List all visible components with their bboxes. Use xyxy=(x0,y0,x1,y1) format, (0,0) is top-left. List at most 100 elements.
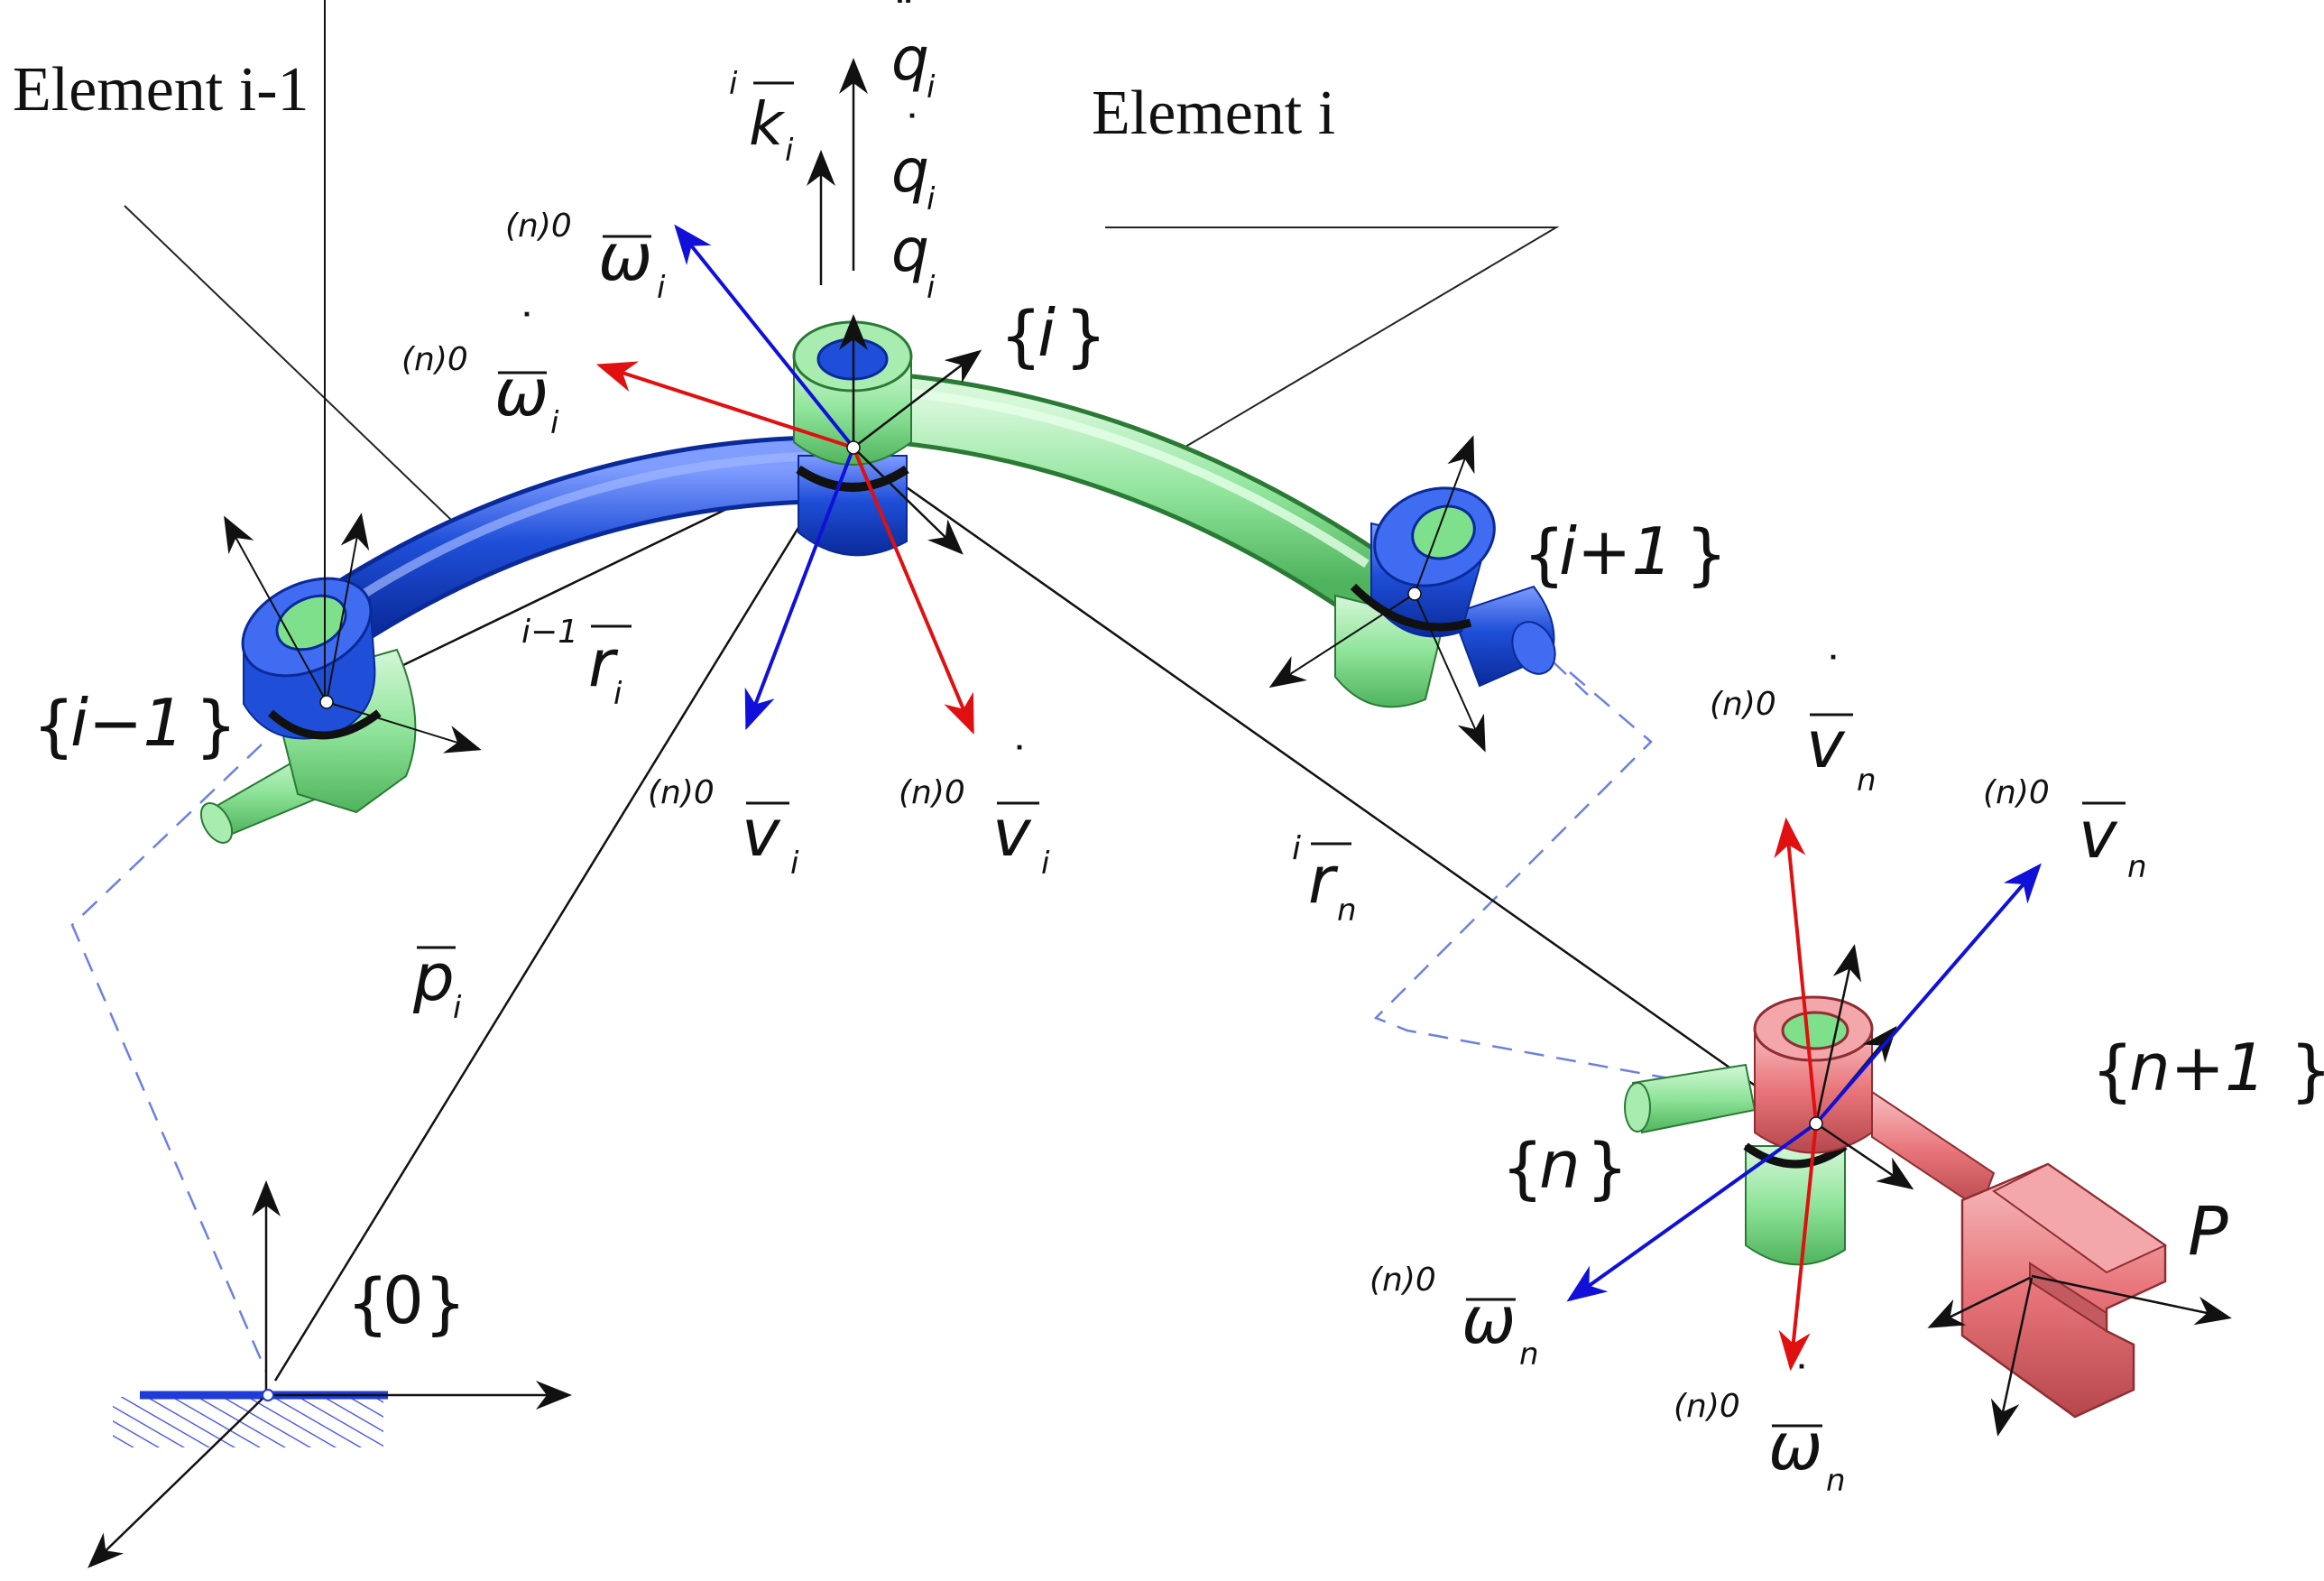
omega-i-sym: ω xyxy=(598,219,652,295)
r-prev-sub: i xyxy=(613,676,622,712)
label-frame-next: { i+1 } xyxy=(1523,513,1728,594)
omega-n-sym: ω xyxy=(1462,1282,1516,1358)
projection-dashes xyxy=(70,660,1670,1373)
omega-n-sup: (n)0 xyxy=(1370,1262,1436,1299)
arrow-omega-n xyxy=(1566,1122,1818,1302)
gripper-icon xyxy=(1960,1162,2168,1419)
v-i-sup: (n)0 xyxy=(648,774,715,811)
omega-i-sup: (n)0 xyxy=(505,208,572,245)
position-vectors xyxy=(273,448,1812,1382)
label-element-current: Element i xyxy=(1092,79,1335,148)
frame-n1-text: n+1 xyxy=(2129,1030,2266,1105)
vector-p-i xyxy=(273,448,848,1382)
label-omega-i: (n)0 ω i xyxy=(505,208,666,306)
label-frame-0: { 0 } xyxy=(346,1262,466,1343)
leader-element-current xyxy=(1105,227,1560,488)
vector-r-n xyxy=(854,449,1812,1126)
r-n-sup: i xyxy=(1292,830,1301,867)
label-frame-prev: { i−1 } xyxy=(32,685,237,765)
vdot-i-sup: (n)0 xyxy=(899,774,965,811)
joint-icon xyxy=(241,577,382,740)
label-omega-n: (n)0 ω n xyxy=(1370,1262,1539,1373)
frame-next-text: i+1 xyxy=(1559,513,1673,589)
frame-0-text: 0 xyxy=(383,1262,424,1338)
arrow-v-n xyxy=(1814,863,2042,1125)
label-r-n: i r n xyxy=(1292,830,1357,929)
frame-prev-text: i−1 xyxy=(70,685,184,761)
q-dot-dot: ˙ xyxy=(901,106,923,157)
element-current-link xyxy=(830,370,1398,618)
k-sym: k xyxy=(749,89,786,159)
omegadot-n-sub: n xyxy=(1826,1463,1846,1499)
svg-text:{: { xyxy=(1000,298,1042,375)
frame-i-text: i xyxy=(1038,295,1056,371)
leader-lines xyxy=(124,205,1560,542)
svg-text:}: } xyxy=(195,688,237,765)
vdot-i-sym: v xyxy=(992,795,1032,871)
base-frame xyxy=(88,1180,572,1568)
label-vdot-i: (n)0 ˙ v i xyxy=(899,738,1050,882)
label-r-prev: i−1 r i xyxy=(521,614,632,712)
omegadot-n-sup: (n)0 xyxy=(1674,1388,1740,1425)
vdot-i-sub: i xyxy=(1041,846,1050,882)
joint-i xyxy=(595,58,982,735)
arrow-v-i xyxy=(744,447,855,731)
k-sub: i xyxy=(785,133,794,169)
p-i-sub: i xyxy=(453,990,462,1026)
q-dot-sub: i xyxy=(927,181,936,217)
arrow-omegadot-i xyxy=(595,361,854,449)
v-n-sub: n xyxy=(2127,849,2147,885)
vdot-n-sub: n xyxy=(1857,763,1877,799)
omegadot-i-sym: ω xyxy=(494,355,549,430)
svg-text:}: } xyxy=(1065,298,1107,375)
label-omegadot-i: (n)0 ˙ ω i xyxy=(401,305,559,441)
r-prev-sym: r xyxy=(588,625,619,701)
omega-n-sub: n xyxy=(1519,1336,1539,1373)
svg-text:{: { xyxy=(1501,1130,1544,1207)
arrow-vdot-i xyxy=(852,447,974,735)
v-n-sup: (n)0 xyxy=(1983,774,2050,811)
label-frame-n: { n } xyxy=(1501,1127,1628,1207)
label-q-derivatives: q ¨ i q ˙ i q i xyxy=(891,0,936,306)
vdot-n-dot: ˙ xyxy=(1822,648,1844,698)
arrow-omegadot-n xyxy=(1778,1123,1818,1372)
vdot-i-dot: ˙ xyxy=(1009,738,1030,789)
r-prev-sup: i−1 xyxy=(521,614,578,651)
p-i-sym: p xyxy=(412,939,455,1015)
arrow-omega-i xyxy=(674,224,855,449)
vdot-n-sym: v xyxy=(1806,707,1846,782)
arrow-vdot-n xyxy=(1774,817,1818,1124)
base-ground-icon xyxy=(113,1397,383,1447)
element-prev-link xyxy=(199,0,873,844)
label-frame-i: { i } xyxy=(1000,295,1107,375)
q-sub: i xyxy=(927,270,936,306)
q-ddot-sub: i xyxy=(927,69,936,106)
svg-text:}: } xyxy=(1586,1130,1628,1207)
svg-text:}: } xyxy=(424,1265,466,1343)
vdot-n-sup: (n)0 xyxy=(1710,686,1776,723)
frame-n-text: n xyxy=(1539,1127,1581,1203)
omegadot-i-dot: ˙ xyxy=(516,305,538,356)
q-ddot-dots: ¨ xyxy=(893,0,915,42)
v-n-sym: v xyxy=(2079,797,2118,873)
omegadot-n-sym: ω xyxy=(1768,1409,1822,1484)
label-element-prev: Element i-1 xyxy=(13,55,309,125)
v-i-sub: i xyxy=(790,846,799,882)
joint-n xyxy=(1566,817,2232,1437)
r-n-sym: r xyxy=(1308,842,1339,918)
label-v-n: (n)0 v n xyxy=(1983,774,2147,885)
q-ddot: q xyxy=(891,24,929,94)
svg-text:{: { xyxy=(346,1265,389,1343)
v-i-sym: v xyxy=(742,795,781,871)
label-frame-n1: { n+1 } xyxy=(2091,1030,2324,1110)
leader-element-prev xyxy=(124,205,475,542)
svg-text:{: { xyxy=(32,688,75,765)
label-k-i: i k i xyxy=(729,66,794,169)
label-vdot-n: (n)0 ˙ v n xyxy=(1710,648,1877,799)
omegadot-i-sup: (n)0 xyxy=(401,341,468,378)
svg-text:{: { xyxy=(1523,516,1565,594)
label-v-i: (n)0 v i xyxy=(648,774,799,882)
omegadot-n-dot: ˙ xyxy=(1791,1357,1812,1408)
joint-next xyxy=(1268,435,1556,753)
